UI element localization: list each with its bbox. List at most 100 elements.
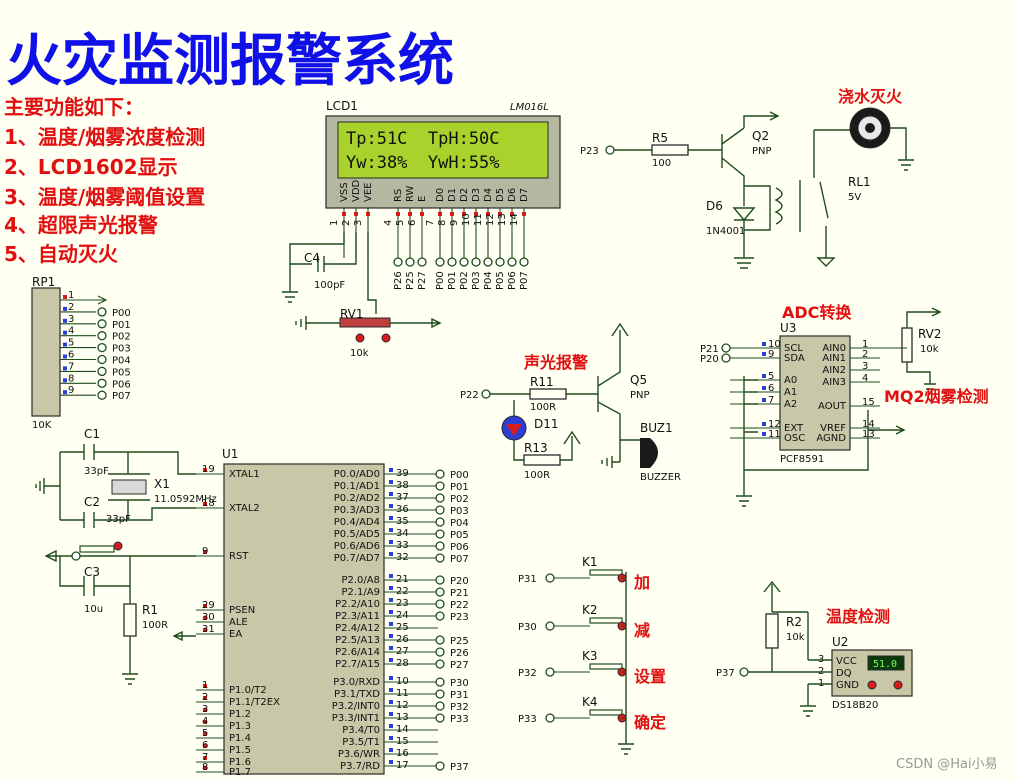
mcu-pin-number: 21 — [396, 574, 409, 585]
q2-type: PNP — [752, 146, 772, 157]
mcu-pin-name: P3.4/T0 — [342, 725, 380, 736]
lcd-bus-label: P27 — [417, 271, 428, 290]
mcu-pin-name: XTAL2 — [229, 503, 260, 514]
lcd-bus-label: P26 — [393, 271, 404, 290]
oscillator-reset[interactable]: C1 33pF C2 33pF X1 11.0592MHz C3 10u R1 … — [35, 427, 217, 685]
lcd-pin-name: RS — [393, 189, 404, 202]
lcd-screen — [337, 121, 549, 179]
r11-ref: R11 — [530, 375, 554, 389]
lcd-pin-number: 11 — [473, 213, 484, 226]
mcu-pin-number: 37 — [396, 492, 409, 503]
key-net-label: P31 — [518, 574, 537, 585]
temperature-section[interactable]: 温度检测 R2 10k U2 51.0 VCC DQ GND 3 2 1 P37… — [716, 580, 913, 717]
rp1-resistor-pack[interactable]: RP1 10K 12P003P014P025P036P047P058P069P0… — [31, 275, 131, 431]
adc-pin-number: 4 — [862, 373, 868, 384]
rp1-pin-number: 1 — [68, 290, 74, 301]
lcd-module[interactable]: LCD1 LM016L Tp:51C TpH:50C Yw:38% YwH:55… — [325, 99, 561, 290]
rp1-pin-number: 7 — [68, 361, 74, 372]
rp1-pin-number: 4 — [68, 326, 74, 337]
mcu-net-label: P33 — [450, 714, 469, 725]
rp1-terminal — [97, 331, 107, 341]
r5-value: 100 — [652, 158, 671, 169]
lcd-pin-name: D2 — [459, 188, 470, 202]
mcu-pin-number: 7 — [202, 752, 208, 763]
lcd-pin-number: 7 — [425, 220, 436, 226]
lcd-bus-terminal — [483, 257, 493, 267]
lcd-pin-number: 4 — [383, 220, 394, 226]
lcd-line-2: Yw:38% YwH:55% — [346, 153, 500, 173]
p23-label: P23 — [580, 146, 599, 157]
mcu-pin-number: 23 — [396, 598, 409, 609]
mcu-net-terminal — [435, 517, 445, 527]
page-title: 火灾监测报警系统 — [6, 29, 454, 94]
features-heading: 主要功能如下： — [4, 95, 144, 119]
mcu-net-label: P02 — [450, 494, 469, 505]
key-switch[interactable] — [589, 709, 623, 716]
mcu-pin-name: P0.2/AD2 — [334, 493, 380, 504]
rp1-ref: RP1 — [32, 275, 55, 289]
lcd-pin-name: D6 — [507, 188, 518, 202]
lcd-bus-label: P02 — [459, 271, 470, 290]
relay-extinguisher-section[interactable]: P23 R5 100 Q2 PNP D6 1N4001 RL1 5V 浇水灭火 — [580, 87, 914, 269]
key-switch[interactable] — [589, 663, 623, 670]
c4-ref: C4 — [304, 251, 320, 265]
key-ref: K2 — [582, 603, 598, 617]
rv1-ref: RV1 — [340, 307, 364, 321]
lcd-pin-name: RW — [405, 185, 416, 202]
c4-value: 100pF — [314, 280, 345, 291]
buzzer-icon — [640, 438, 658, 468]
q2-ref: Q2 — [752, 129, 769, 143]
alarm-section[interactable]: 声光报警 P22 R11 100R Q5 PNP BUZ1 BUZZER D11… — [460, 322, 681, 483]
mcu-pin-name: RST — [229, 551, 249, 562]
mcu-pin-number: 30 — [202, 612, 215, 623]
p21-label: P21 — [700, 344, 719, 355]
feature-2: 2、LCD1602显示 — [4, 155, 178, 179]
rp1-pin-number: 3 — [68, 314, 74, 325]
c1-value: 33pF — [84, 466, 109, 477]
lcd-bus-terminal — [447, 257, 457, 267]
rv2-value: 10k — [920, 344, 939, 355]
u2-pin-dq: DQ — [836, 668, 852, 679]
lcd-pin-name: D1 — [447, 188, 458, 202]
r2-ref: R2 — [786, 615, 802, 629]
mcu-pin-number: 33 — [396, 540, 409, 551]
rp1-pin-number: 6 — [68, 350, 74, 361]
mcu-pin-name: P1.3 — [229, 721, 251, 732]
rp1-value: 10K — [32, 420, 52, 431]
adc-pin-number: 6 — [768, 383, 774, 394]
lcd-bus-label: P07 — [519, 271, 530, 290]
r13-value: 100R — [524, 470, 550, 481]
key-switch[interactable] — [589, 569, 623, 576]
mcu-net-terminal — [435, 611, 445, 621]
mcu-net-terminal — [435, 575, 445, 585]
key-net-label: P30 — [518, 622, 537, 633]
adc-pin-name: AIN0 — [822, 343, 846, 354]
r13-ref: R13 — [524, 441, 548, 455]
mcu-net-label: P07 — [450, 554, 469, 565]
lcd-bus-terminal — [393, 257, 403, 267]
mcu-net-terminal — [435, 635, 445, 645]
key-net-label: P32 — [518, 668, 537, 679]
lcd-bus-terminal — [405, 257, 415, 267]
lcd-pin-name: VEE — [363, 183, 374, 202]
rp1-terminal — [97, 390, 107, 400]
rp1-net-label: P05 — [112, 367, 131, 378]
c2-value: 33pF — [106, 514, 131, 525]
adc-pin-name: VREF — [820, 423, 846, 434]
mcu-pin-name: P1.2 — [229, 709, 251, 720]
adc-pin-number: 11 — [768, 429, 781, 440]
mcu-pin-name: P1.0/T2 — [229, 685, 267, 696]
lcd-bus-label: P00 — [435, 271, 446, 290]
u2-pin-vcc: VCC — [836, 656, 857, 667]
adc-pin-number: 7 — [768, 395, 774, 406]
mcu-pin-number: 11 — [396, 688, 409, 699]
key-switch[interactable] — [589, 617, 623, 624]
mcu-net-label: P20 — [450, 576, 469, 587]
c4-rv1-contrast[interactable]: C4 100pF RV1 10k — [282, 232, 442, 359]
mcu-pin-number: 17 — [396, 760, 409, 771]
c3-ref: C3 — [84, 565, 100, 579]
